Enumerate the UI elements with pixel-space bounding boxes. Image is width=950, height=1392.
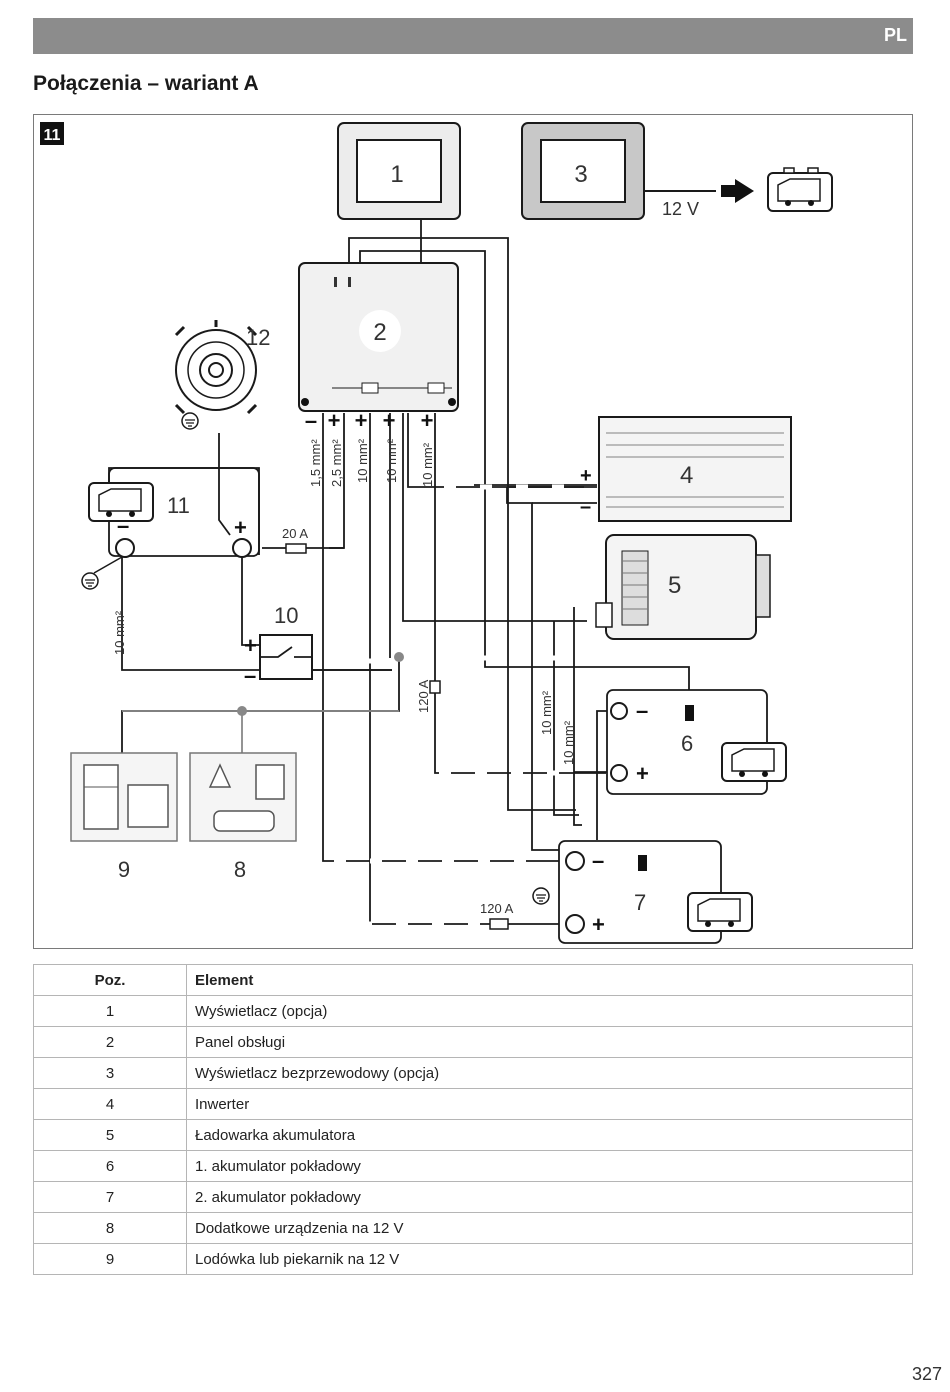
svg-text:+: +	[592, 912, 605, 937]
svg-text:12 V: 12 V	[662, 199, 699, 219]
row-pos: 5	[33, 1119, 187, 1151]
table-header-row: Poz. Element	[33, 964, 913, 996]
row-element: 1. akumulator pokładowy	[186, 1150, 913, 1182]
svg-text:9: 9	[118, 857, 130, 882]
svg-text:–: –	[592, 848, 604, 873]
svg-text:1: 1	[390, 161, 403, 188]
svg-text:+: +	[355, 408, 368, 433]
fridge-oven-9: 9	[70, 752, 178, 882]
svg-text:+: +	[636, 761, 649, 786]
switch-10: 10 + –	[244, 603, 313, 688]
svg-text:12: 12	[246, 325, 270, 350]
page-title: Połączenia – wariant A	[33, 72, 259, 95]
svg-text:+: +	[328, 408, 341, 433]
svg-text:10 mm²: 10 mm²	[561, 720, 576, 765]
display-1: 1	[337, 122, 461, 220]
svg-text:120 A: 120 A	[480, 901, 514, 916]
fuse-120a-horizontal	[489, 918, 509, 930]
svg-text:10: 10	[274, 603, 298, 628]
row-element: Wyświetlacz bezprzewodowy (opcja)	[186, 1057, 913, 1089]
svg-text:5: 5	[668, 572, 681, 599]
svg-text:1,5 mm²: 1,5 mm²	[308, 439, 323, 487]
fuse-120a-vertical	[429, 680, 441, 694]
row-pos: 4	[33, 1088, 187, 1120]
svg-text:2,5 mm²: 2,5 mm²	[329, 439, 344, 487]
svg-text:8: 8	[234, 857, 246, 882]
row-element: Dodatkowe urządzenia na 12 V	[186, 1212, 913, 1244]
house-battery-6: – + 6	[606, 689, 787, 795]
svg-text:120 A: 120 A	[416, 679, 431, 713]
battery-charger-5: 5	[595, 534, 771, 640]
language-label: PL	[883, 25, 907, 45]
row-element: Inwerter	[186, 1088, 913, 1120]
svg-text:20 A: 20 A	[282, 526, 308, 541]
svg-text:+: +	[580, 465, 592, 487]
svg-text:10 mm²: 10 mm²	[355, 438, 370, 483]
wireless-display-3: 3 12 V	[521, 122, 833, 220]
wiring-diagram: 11	[33, 114, 913, 949]
row-pos: 6	[33, 1150, 187, 1182]
control-panel-2: 2	[298, 262, 459, 412]
row-pos: 1	[33, 995, 187, 1027]
svg-text:–: –	[636, 698, 648, 723]
svg-text:10 mm²: 10 mm²	[420, 442, 435, 487]
svg-text:+: +	[383, 408, 396, 433]
figure-number: 11	[44, 127, 61, 144]
svg-text:10 mm²: 10 mm²	[384, 438, 399, 483]
svg-text:11: 11	[167, 493, 190, 518]
svg-text:7: 7	[634, 890, 646, 915]
svg-text:+: +	[244, 633, 257, 658]
inverter-4: 4 + –	[580, 416, 792, 522]
language-bar: PL	[33, 18, 913, 54]
column-header-element: Element	[186, 964, 913, 996]
svg-text:4: 4	[680, 462, 693, 489]
alternator-12: 12	[174, 320, 270, 430]
svg-text:3: 3	[574, 161, 587, 188]
svg-text:+: +	[234, 515, 247, 540]
svg-text:+: +	[421, 408, 434, 433]
column-header-pos: Poz.	[33, 964, 187, 996]
svg-text:6: 6	[681, 731, 693, 756]
row-element: 2. akumulator pokładowy	[186, 1181, 913, 1213]
svg-text:–: –	[244, 663, 256, 688]
svg-text:10 mm²: 10 mm²	[112, 610, 127, 655]
svg-text:–: –	[305, 408, 317, 433]
row-pos: 8	[33, 1212, 187, 1244]
starter-battery-11: 11 – +	[81, 467, 260, 590]
row-pos: 9	[33, 1243, 187, 1275]
row-element: Ładowarka akumulatora	[186, 1119, 913, 1151]
house-battery-7: – + 7	[532, 840, 753, 944]
row-pos: 2	[33, 1026, 187, 1058]
row-element: Lodówka lub piekarnik na 12 V	[186, 1243, 913, 1275]
page-number: 327	[911, 1364, 942, 1384]
row-element: Panel obsługi	[186, 1026, 913, 1058]
svg-text:–: –	[117, 513, 129, 538]
row-pos: 3	[33, 1057, 187, 1089]
figure-number-badge	[40, 122, 64, 145]
additional-devices-8: 8	[189, 752, 297, 882]
row-pos: 7	[33, 1181, 187, 1213]
svg-text:2: 2	[373, 319, 386, 346]
row-element: Wyświetlacz (opcja)	[186, 995, 913, 1027]
svg-text:10 mm²: 10 mm²	[539, 690, 554, 735]
svg-text:–: –	[580, 496, 591, 518]
fuse-20a	[285, 543, 307, 554]
